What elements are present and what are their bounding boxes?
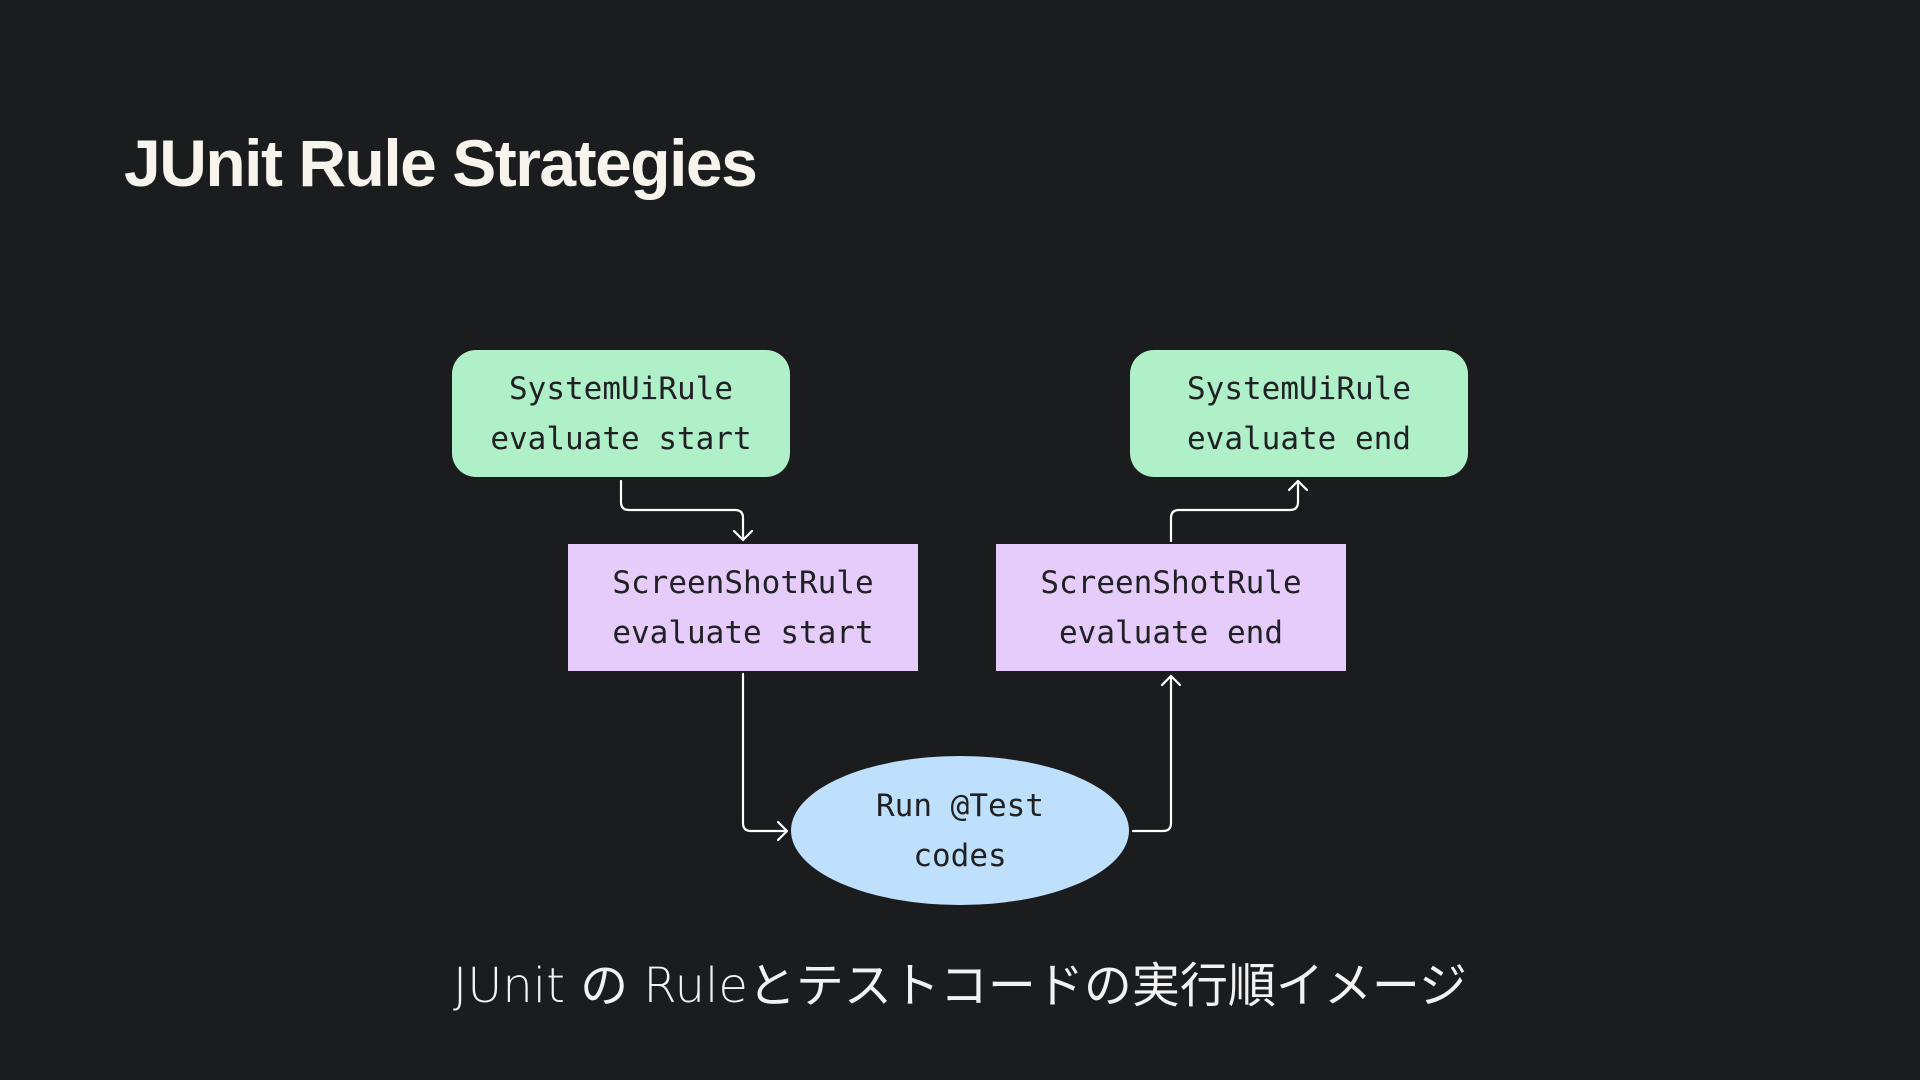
connector-run-test-to-screenshot-end [1131, 674, 1173, 833]
arrowhead-screenshot-start [732, 529, 754, 542]
node-label: ScreenShotRule [612, 564, 874, 601]
arrowhead-run-test [776, 820, 789, 842]
arrowhead-systemui-end [1287, 479, 1309, 492]
slide-title: JUnit Rule Strategies [124, 126, 758, 200]
node-label: SystemUiRule [1187, 370, 1411, 407]
node-label: evaluate start [612, 614, 874, 651]
connector-screenshot-end-to-systemui-end [1169, 479, 1300, 543]
node-label: evaluate end [1187, 420, 1411, 457]
node-label: evaluate start [490, 420, 752, 457]
node-label: evaluate end [1059, 614, 1283, 651]
node-label: Run @Test [876, 787, 1044, 824]
node-label: ScreenShotRule [1040, 564, 1302, 601]
connector-systemui-start-to-screenshot-start [619, 479, 745, 542]
systemui-start-node: SystemUiRule evaluate start [452, 350, 790, 477]
screenshot-end-node: ScreenShotRule evaluate end [996, 544, 1346, 671]
diagram-caption: JUnit の Ruleとテストコードの実行順イメージ [453, 958, 1467, 1014]
screenshot-start-node: ScreenShotRule evaluate start [568, 544, 918, 671]
connector-screenshot-start-to-run-test [741, 672, 789, 833]
arrowhead-screenshot-end [1160, 674, 1182, 687]
run-test-node: Run @Test codes [791, 756, 1129, 905]
node-label: codes [913, 837, 1007, 874]
systemui-end-node: SystemUiRule evaluate end [1130, 350, 1468, 477]
node-label: SystemUiRule [509, 370, 733, 407]
